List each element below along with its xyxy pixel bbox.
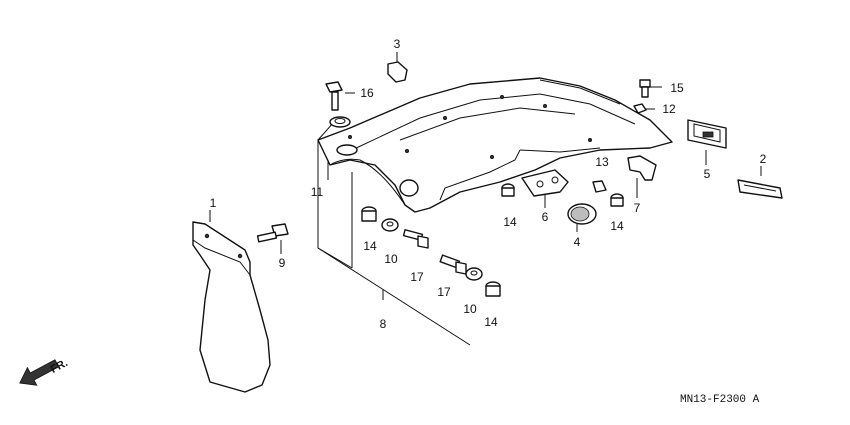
nut-part-13 — [592, 180, 607, 193]
callout-10-left: 10 — [384, 252, 398, 266]
callout-8: 8 — [380, 317, 387, 331]
collar-part-14-left — [361, 206, 377, 222]
callout-3: 3 — [394, 37, 401, 51]
rear-fender — [317, 77, 673, 213]
bracket-part-6 — [521, 169, 569, 197]
callout-labels: 1 2 3 4 5 6 7 8 9 10 10 11 12 13 14 14 1… — [210, 37, 767, 331]
nut-part-12 — [633, 103, 647, 114]
callout-14-left: 14 — [363, 239, 377, 253]
callout-10-right: 10 — [463, 302, 477, 316]
callout-13: 13 — [595, 155, 609, 169]
callout-7: 7 — [634, 201, 641, 215]
reflector-part-5 — [687, 119, 727, 149]
mud-flap — [192, 221, 271, 393]
callout-9: 9 — [279, 256, 286, 270]
callout-14-right: 14 — [610, 219, 624, 233]
washer-part-10-left — [381, 218, 399, 232]
callout-2: 2 — [760, 152, 767, 166]
callout-12: 12 — [662, 102, 676, 116]
callout-6: 6 — [542, 210, 549, 224]
callout-5: 5 — [704, 167, 711, 181]
clip-part-3 — [387, 61, 408, 83]
callout-17-left: 17 — [410, 270, 424, 284]
callout-4: 4 — [574, 235, 581, 249]
callout-11: 11 — [311, 185, 324, 199]
callout-15: 15 — [670, 81, 684, 95]
front-label: FR. — [49, 357, 70, 376]
front-arrow-icon — [19, 359, 60, 386]
collar-part-14-bottom — [485, 281, 501, 297]
bracket-part-7 — [627, 155, 657, 181]
reflector-part-4 — [567, 203, 597, 225]
bolt-part-17-right — [439, 254, 467, 275]
collar-part-14-mid — [501, 183, 515, 197]
strip-part-2 — [737, 179, 783, 199]
callout-14-bottom: 14 — [484, 315, 498, 329]
bolt-part-16 — [325, 81, 343, 111]
bolt-part-9 — [256, 223, 289, 243]
washer-part-10-right — [465, 267, 483, 281]
leader-lines — [209, 52, 762, 346]
screw-part-15 — [639, 79, 651, 98]
grommet — [329, 116, 351, 128]
callout-1: 1 — [210, 196, 217, 210]
callout-17-right: 17 — [437, 285, 451, 299]
bolt-part-17-left — [402, 229, 429, 249]
callout-16: 16 — [360, 86, 374, 100]
diagram-code: MN13-F2300 A — [680, 394, 760, 406]
callout-14-mid: 14 — [503, 215, 517, 229]
collar-part-14-right — [610, 193, 624, 207]
front-direction-indicator: FR. — [19, 357, 70, 386]
